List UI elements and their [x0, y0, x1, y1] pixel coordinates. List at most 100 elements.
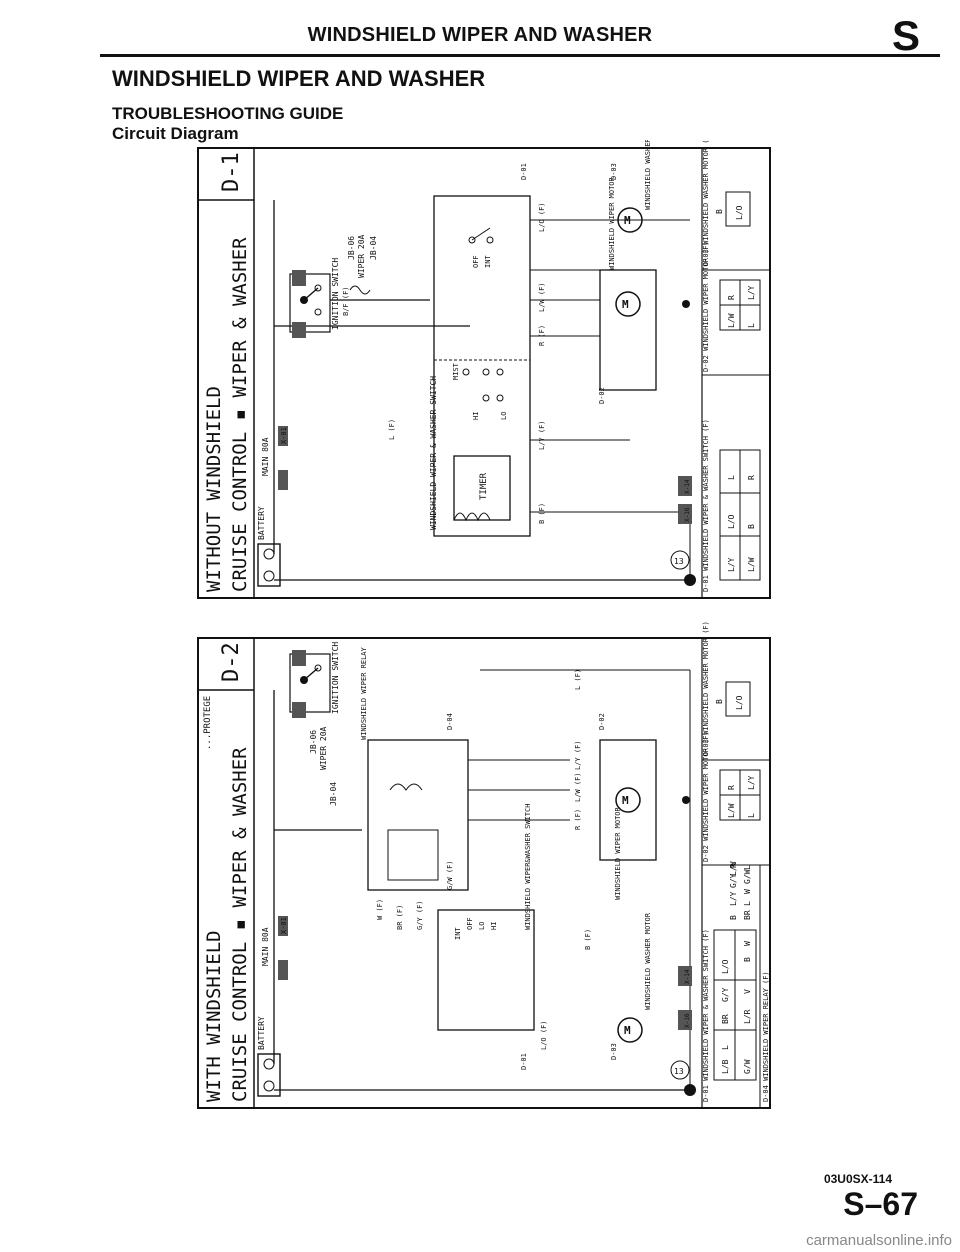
d1-wire-bf: B/F (F)	[342, 286, 350, 316]
subtitle-troubleshooting: TROUBLESHOOTING GUIDE	[112, 104, 344, 123]
d1-switch-label: WINDSHIELD WIPER & WASHER SWITCH	[429, 376, 438, 530]
d1-hi-label: HI	[472, 412, 480, 420]
d2-washer-motor-label: WINDSHIELD WASHER MOTOR	[644, 912, 652, 1010]
section-letter: S	[891, 12, 920, 59]
d2-pin-br: BR	[721, 1014, 730, 1024]
d1-pin-r: R	[747, 475, 756, 480]
diagram-d2: WITH WINDSHIELD CRUISE CONTROL ▪ WIPER &…	[197, 621, 771, 1109]
d1-x01-label: X-01	[280, 427, 288, 444]
d2-wire-b: B (F)	[584, 929, 592, 950]
d1-d02-pin-lw: L/W	[727, 313, 736, 328]
d2-pin-lr: L/R	[743, 1009, 752, 1024]
d2-d02-label: D-02	[598, 713, 606, 730]
d2-d02-pin-lw: L/W	[727, 803, 736, 818]
d2-wire-ly: L/Y (F)	[574, 740, 582, 770]
d2-pin-gy: G/Y	[721, 987, 730, 1002]
d2-main-fuse-label: MAIN 80A	[261, 927, 270, 966]
d1-code: D-1	[219, 152, 244, 192]
d2-conn-d02-title: D-02 WINDSHIELD WIPER MOTOR (F)	[702, 731, 710, 862]
d1-pin-lo: L/O	[727, 514, 736, 529]
header-rule	[100, 54, 940, 57]
d1-wire-l: L (F)	[388, 419, 396, 440]
d1-off-label: OFF	[472, 255, 480, 268]
d2-pin-gw: G/W	[743, 1059, 752, 1074]
d2-wire-lof: L/O (F)	[540, 1020, 548, 1050]
d2-relay-label: WINDSHIELD WIPER RELAY	[360, 646, 368, 740]
d2-pin-v: V	[743, 989, 752, 994]
d2-code: D-2	[219, 642, 244, 682]
d2-conn-d04-pins: B L/Y G/Y L/W R BR L W G/W L	[729, 861, 752, 920]
d1-d01-label: D-01	[520, 163, 528, 180]
d1-main-fuse-label: MAIN 80A	[261, 437, 270, 476]
d2-d04-pin-br: BR	[743, 910, 752, 920]
d2-d04-label: D-04	[446, 713, 454, 730]
d1-wire-ly: L/Y (F)	[538, 420, 546, 450]
d2-switch-label: WINDSHIELD WIPER&WASHER SWITCH	[524, 804, 532, 930]
d2-jb04-label: JB-04	[329, 782, 338, 806]
diagram-d1: WITHOUT WINDSHIELD CRUISE CONTROL ▪ WIPE…	[197, 140, 771, 599]
document-reference: 03U0SX-114	[823, 1172, 892, 1186]
d1-wire-lo: L/O (F)	[538, 202, 546, 232]
d1-timer-label: TIMER	[479, 472, 489, 500]
d2-d04-pin-l2: L	[743, 865, 752, 870]
d2-d03-pin-lo: L/O	[735, 695, 744, 710]
d1-d02-label: D-02	[598, 387, 606, 404]
d1-x14-label: X-14	[684, 479, 691, 494]
d2-d04-pin-w: W	[743, 889, 752, 894]
d1-ignition-label: IGNITION SWITCH	[331, 258, 340, 330]
d1-conn-d02-title: D-02 WINDSHIELD WIPER MOTOR (F)	[702, 241, 710, 372]
d1-d03-label: D-03	[610, 163, 618, 180]
d2-pin-lo: L/O	[721, 959, 730, 974]
d2-d04-pin-ly: L/Y	[729, 891, 738, 906]
d1-conn-d03-title: D-03 WINDSHIELD WASHER MOTOR (F)	[702, 140, 710, 266]
d2-wire-r: R (F)	[574, 809, 582, 830]
d1-x16-label: X-16	[684, 507, 691, 522]
d2-wire-br: BR (F)	[396, 905, 404, 930]
d2-d04-pin-gw: G/W	[743, 869, 752, 884]
d1-pin-b: B	[747, 524, 756, 529]
d2-lo-label: LO	[478, 922, 486, 930]
d2-pin-lb: L/B	[721, 1059, 730, 1074]
d1-battery-label: BATTERY	[257, 506, 266, 540]
d2-heading-line2: CRUISE CONTROL ▪ WIPER & WASHER	[229, 747, 251, 1102]
d2-ignition-label: IGNITION SWITCH	[331, 642, 340, 714]
d2-d04-pin-l: L	[743, 901, 752, 906]
d1-pin-ly: L/Y	[727, 557, 736, 572]
page-header-title: WINDSHIELD WIPER AND WASHER	[307, 24, 653, 46]
d2-d01-label: D-01	[520, 1053, 528, 1070]
watermark: carmanualsonline.info	[806, 1232, 952, 1249]
d1-d03-pin-lo: L/O	[735, 205, 744, 220]
d1-conn-d02-pins: L/W R L L/Y	[719, 279, 761, 331]
d1-wire-b: B (F)	[538, 503, 546, 524]
d2-battery-label: BATTERY	[257, 1016, 266, 1050]
d2-jb06-label: JB-06	[309, 730, 318, 754]
d2-conn-d03-pins: B L/O	[715, 681, 751, 717]
svg-text:M: M	[622, 298, 629, 311]
d1-conn-d01-pins: L/Y L/O L L/W B R	[719, 449, 761, 581]
d2-wiper-motor-label: WINDSHIELD WIPER MOTOR	[614, 806, 622, 900]
d2-conn-d03-title: D-03 WINDSHIELD WASHER MOTOR (F)	[702, 621, 710, 756]
circuit-diagrams: WITHOUT WINDSHIELD CRUISE CONTROL ▪ WIPE…	[197, 140, 771, 1109]
d2-wire-gy: G/Y (F)	[416, 900, 424, 930]
d2-conn-d01-pins: L/B L G/W L/R V BR G/Y L/O B W	[713, 929, 757, 1081]
svg-text:13: 13	[674, 557, 684, 566]
d2-pin-w: W	[743, 941, 752, 946]
svg-text:M: M	[622, 794, 629, 807]
d2-conn-d04-title: D-04 WINDSHIELD WIPER RELAY (F)	[762, 971, 770, 1102]
d2-wire-gw: G/W (F)	[446, 860, 454, 890]
d2-int-label: INT	[454, 927, 462, 940]
d1-d03-pin-b: B	[715, 209, 724, 214]
d1-wiper-motor-label: WINDSHIELD WIPER MOTOR	[608, 176, 616, 270]
d2-d04-pin-lw: L/W	[729, 861, 738, 876]
main-title: WINDSHIELD WIPER AND WASHER	[112, 66, 486, 91]
d1-lo-label: LO	[500, 412, 508, 420]
d1-jb04-label: JB-04	[369, 236, 378, 260]
d2-wire-lw: L/W (F)	[574, 772, 582, 802]
d1-wiper-fuse-label: WIPER 20A	[357, 234, 366, 278]
d2-d04-pin-b: B	[729, 915, 738, 920]
d2-d02-pin-ly: L/Y	[747, 775, 756, 790]
d1-pin-lw: L/W	[747, 557, 756, 572]
d2-d03-pin-b: B	[715, 699, 724, 704]
d2-pin-b: B	[743, 957, 752, 962]
d1-d02-pin-l: L	[747, 323, 756, 328]
